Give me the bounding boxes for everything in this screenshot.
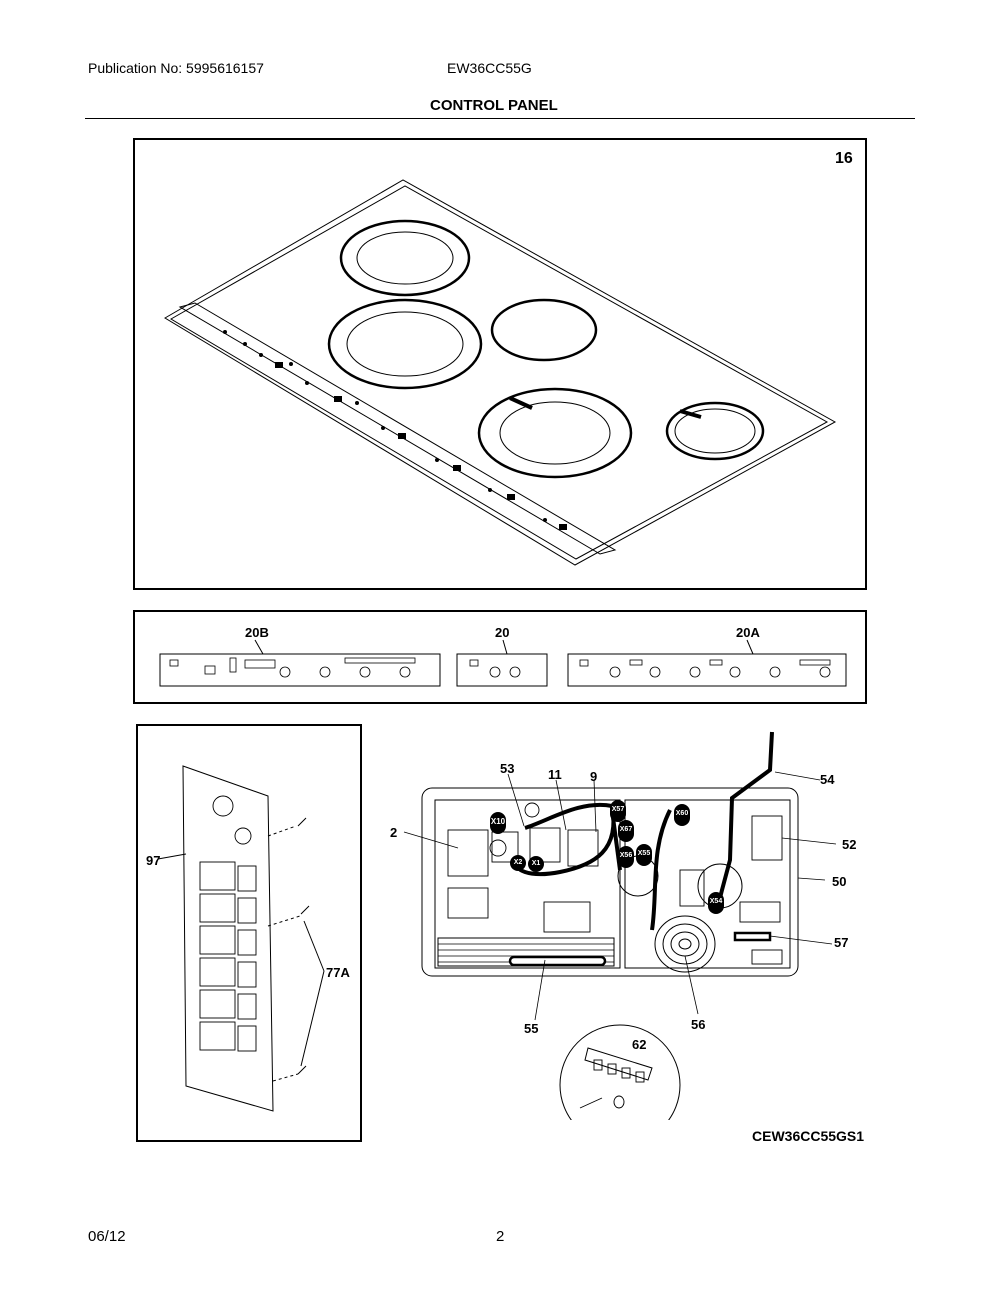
burner-right	[665, 401, 765, 461]
connector-x55: X55	[637, 850, 651, 857]
control-boards-illustration	[159, 639, 847, 687]
burner-center	[490, 298, 598, 362]
publication-number: Publication No: 5995616157	[88, 60, 264, 76]
burner-rear-left	[339, 219, 471, 297]
section-title: CONTROL PANEL	[430, 97, 558, 114]
callout-2: 2	[390, 825, 398, 840]
control-boards-panel: 20B 20 20A	[133, 610, 867, 704]
callout-62: 62	[632, 1037, 647, 1052]
figure-code: CEW36CC55GS1	[752, 1128, 865, 1144]
callout-9: 9	[590, 769, 598, 784]
board-20	[456, 653, 548, 687]
main-assembly: 53 11 9 54 2 52 50 57 55 56 62 X10 X2 X1…	[380, 720, 880, 1120]
burner-front-left	[327, 298, 483, 390]
callout-53: 53	[500, 761, 515, 776]
connector-x60: X60	[675, 810, 689, 817]
callout-97: 97	[146, 853, 161, 868]
connector-x54: X54	[709, 898, 723, 905]
callout-11: 11	[548, 767, 562, 782]
power-board-illustration	[157, 765, 325, 1112]
connector-x57: X57	[611, 806, 625, 813]
main-assembly-illustration	[403, 731, 837, 1120]
callout-55: 55	[524, 1021, 539, 1036]
model-number: EW36CC55G	[447, 60, 532, 76]
touch-controls	[223, 330, 567, 530]
callout-56: 56	[691, 1017, 706, 1032]
power-board-97	[182, 765, 274, 1112]
callout-57: 57	[834, 935, 849, 950]
connector-x56: X56	[619, 852, 633, 859]
board-20b	[159, 653, 441, 687]
burner-front-right	[477, 387, 633, 479]
callout-77a: 77A	[326, 965, 350, 980]
callout-52: 52	[842, 837, 857, 852]
header-rule	[85, 118, 915, 119]
callout-50: 50	[832, 874, 847, 889]
callout-16: 16	[835, 150, 853, 167]
footer-date: 06/12	[88, 1228, 126, 1245]
cooktop-panel: 16	[133, 138, 867, 590]
power-board-panel: 97 77A	[136, 724, 362, 1142]
callout-20b: 20B	[245, 625, 269, 640]
connector-x67: X67	[619, 826, 633, 833]
board-20a	[567, 653, 847, 687]
cooktop-illustration	[164, 179, 837, 566]
callout-54: 54	[820, 772, 835, 787]
callout-20a: 20A	[736, 625, 760, 640]
callout-20: 20	[495, 625, 510, 640]
connector-x10: X10	[490, 817, 506, 826]
connector-x2: X2	[513, 859, 523, 866]
footer-page: 2	[496, 1228, 505, 1245]
connector-x1: X1	[531, 860, 541, 867]
